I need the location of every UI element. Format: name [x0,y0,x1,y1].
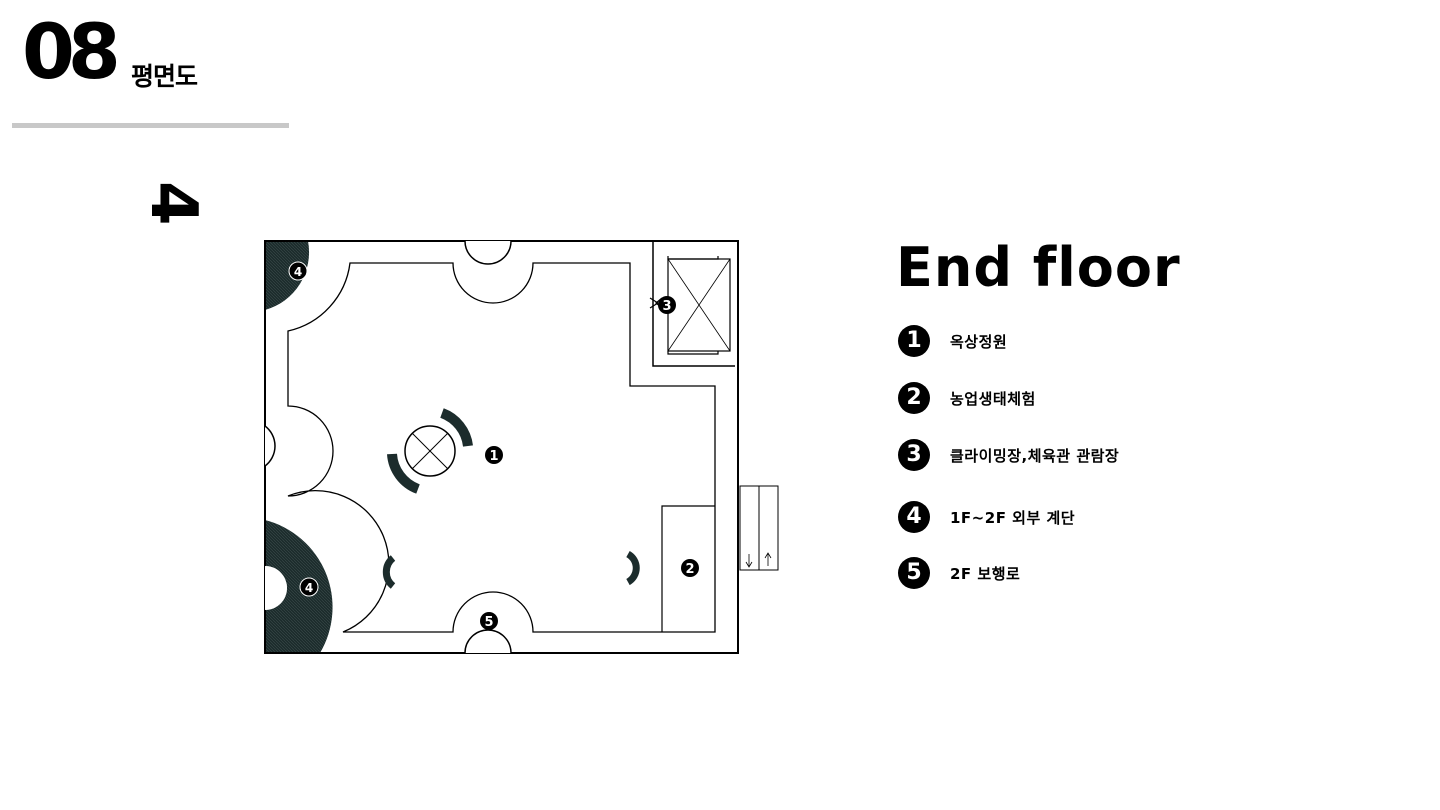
legend-number: 2 [898,382,930,414]
svg-text:1: 1 [489,449,498,464]
legend-item-external-stair: 4 1F~2F 외부 계단 [898,500,1075,534]
legend-label: 2F 보행로 [950,564,1021,583]
legend-number: 5 [898,557,930,589]
marker-walkway: 5 [480,612,498,630]
marker-stair-top-left: 4 [288,261,308,281]
legend-label: 농업생태체험 [950,389,1036,408]
stair-hatch-top-left [265,241,310,310]
marker-stair-bottom-left: 4 [299,577,319,597]
slide-title: 평면도 [131,62,198,91]
legend-number: 4 [898,501,930,533]
svg-text:5: 5 [484,615,493,630]
top-door [464,240,512,265]
central-feature [387,408,473,494]
title-divider [12,123,289,128]
svg-text:2: 2 [685,562,694,577]
marker-farm-experience: 2 [681,559,699,577]
legend-item-farm-experience: 2 농업생태체험 [898,381,1036,415]
svg-text:3: 3 [662,299,671,314]
svg-text:4: 4 [294,265,302,279]
stair-hatch-bottom-left [265,520,333,653]
legend-item-walkway: 5 2F 보행로 [898,556,1020,590]
legend-item-climbing: 3 클라이밍장,체육관 관람장 [898,438,1119,472]
slide-number: 08 [22,7,121,96]
external-stair [739,485,779,571]
legend-title: End floor [896,236,1181,299]
farm-room [661,505,715,632]
marker-rooftop-garden: 1 [485,446,503,464]
outer-wall [264,240,739,654]
stair-void-bottom-left [265,566,287,610]
svg-text:4: 4 [305,581,313,595]
planter-left [382,555,396,589]
floor-plan: 1 2 3 4 4 5 [264,240,779,654]
bottom-door [464,629,512,654]
legend-label: 1F~2F 외부 계단 [950,508,1076,527]
left-door [264,425,276,467]
legend-label: 클라이밍장,체육관 관람장 [950,446,1120,465]
legend-number: 3 [898,439,930,471]
planter-right [626,550,640,586]
legend-number: 1 [898,325,930,357]
legend-label: 옥상정원 [950,332,1008,351]
floor-mark: 4 [136,181,210,226]
inner-wall [287,262,716,633]
legend-item-rooftop-garden: 1 옥상정원 [898,324,1007,358]
marker-climbing: 3 [658,296,676,314]
